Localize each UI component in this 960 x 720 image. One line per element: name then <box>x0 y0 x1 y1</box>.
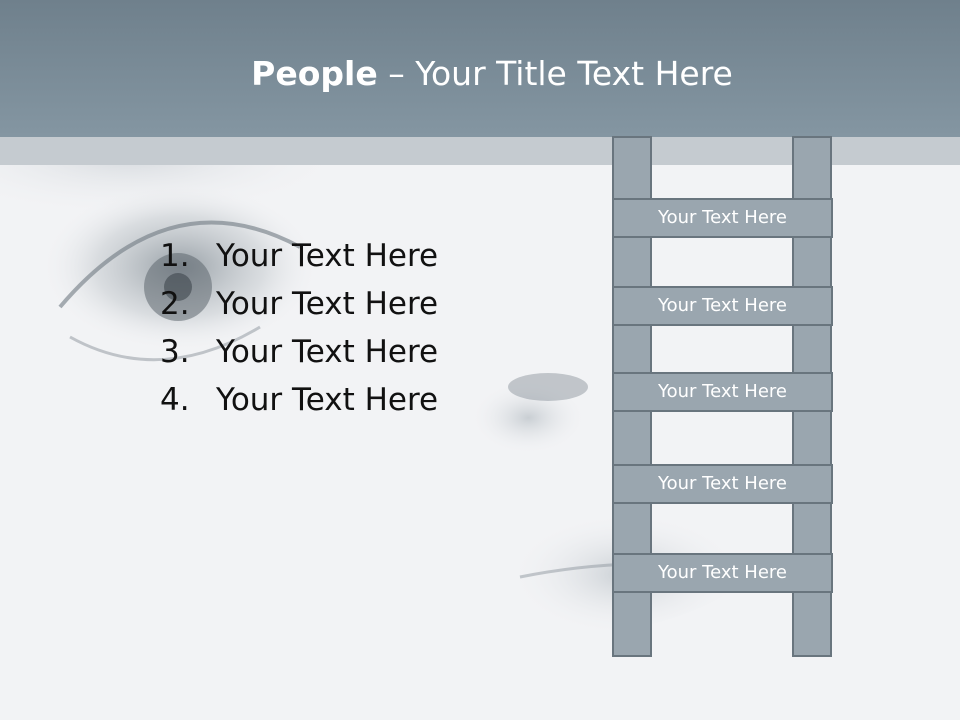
list-item-number: 4. <box>160 382 190 418</box>
ladder-rung-5[interactable]: Your Text Here <box>612 553 833 593</box>
ladder-rung-4[interactable]: Your Text Here <box>612 464 833 504</box>
list-item-text: Your Text Here <box>216 334 439 370</box>
list-item-text: Your Text Here <box>216 382 439 418</box>
list-item: 1. Your Text Here <box>160 232 438 280</box>
list-item: 3. Your Text Here <box>160 328 438 376</box>
ladder-rung-2[interactable]: Your Text Here <box>612 286 833 326</box>
numbered-list[interactable]: 1. Your Text Here 2. Your Text Here 3. Y… <box>160 232 438 424</box>
list-item: 4. Your Text Here <box>160 376 438 424</box>
ladder-rung-3[interactable]: Your Text Here <box>612 372 833 412</box>
list-item-number: 3. <box>160 334 190 370</box>
list-item-number: 1. <box>160 238 190 274</box>
slide-title[interactable]: People – Your Title Text Here <box>0 50 960 98</box>
list-item: 2. Your Text Here <box>160 280 438 328</box>
ladder-rung-1[interactable]: Your Text Here <box>612 198 833 238</box>
list-item-number: 2. <box>160 286 190 322</box>
title-regular-text: – Your Title Text Here <box>377 54 733 93</box>
list-item-text: Your Text Here <box>216 286 439 322</box>
title-bold-text: People <box>251 54 378 93</box>
title-bar <box>0 0 960 137</box>
list-item-text: Your Text Here <box>216 238 439 274</box>
